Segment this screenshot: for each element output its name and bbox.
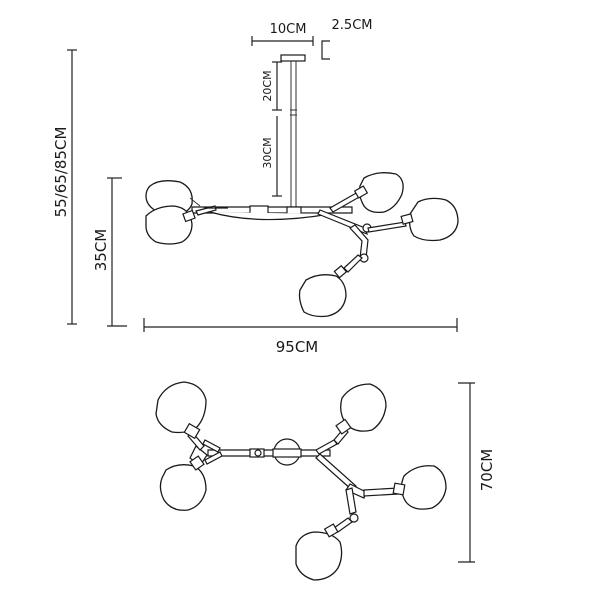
side-view: 10CM 2.5CM 20CM 30CM [52, 18, 459, 356]
side-main-arm [191, 191, 407, 273]
depth-label: 70CM [478, 449, 496, 492]
top-shade-lower-left [159, 455, 207, 511]
total-height-label: 55/65/85CM [52, 127, 70, 218]
top-shade-bottom [295, 523, 343, 581]
rod-upper-label: 20CM [261, 70, 274, 101]
suspension-rod [290, 61, 297, 208]
body-height-label: 35CM [92, 229, 110, 272]
top-shade-right [392, 465, 447, 510]
side-shade-lower-left [145, 205, 196, 245]
canopy-height-label: 2.5CM [332, 18, 373, 33]
width-label: 95CM [276, 338, 319, 356]
canopy-width-dimension: 10CM [251, 22, 314, 46]
canopy-width-label: 10CM [270, 22, 307, 37]
side-shade-upper-right [353, 172, 404, 214]
top-view: 70CM [155, 381, 496, 581]
body-height-dimension: 35CM [92, 177, 127, 327]
width-dimension: 95CM [143, 318, 458, 356]
side-shade-right [400, 197, 459, 242]
top-shade-upper-right [335, 383, 387, 435]
canopy-height-dimension: 2.5CM [321, 18, 373, 60]
rod-lower-label: 30CM [261, 137, 274, 168]
total-height-dimension: 55/65/85CM [52, 49, 77, 325]
side-shade-bottom [298, 264, 348, 318]
canopy [280, 54, 306, 62]
depth-dimension: 70CM [458, 382, 496, 563]
rod-section-dimensions: 20CM 30CM [261, 61, 282, 197]
top-shade-upper-left [155, 381, 207, 440]
